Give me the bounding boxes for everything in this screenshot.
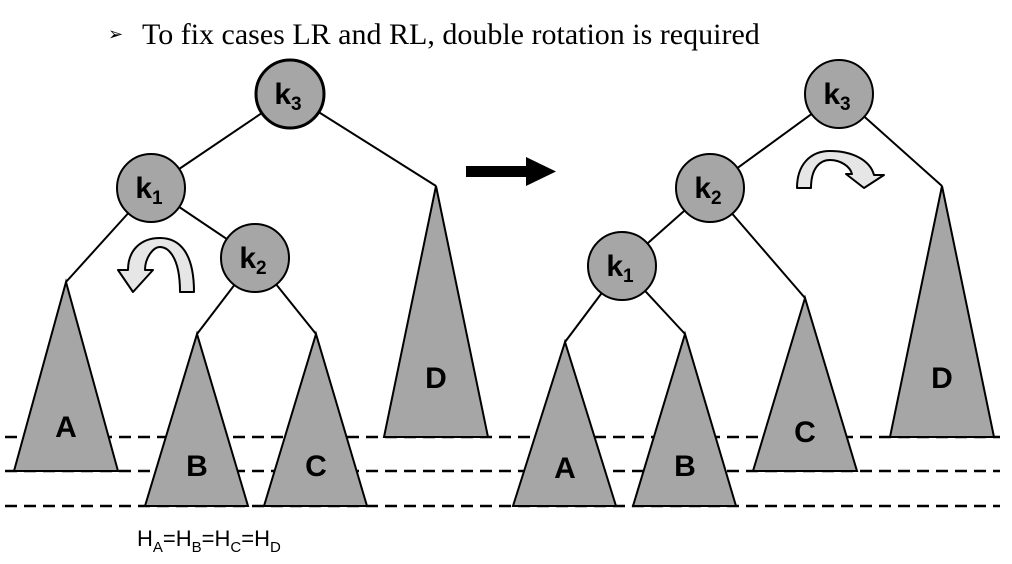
node-k3: k3: [254, 58, 326, 130]
node-k3-label: k3: [823, 78, 850, 115]
subtree-B: [143, 330, 250, 507]
node-k1-circle: [587, 231, 657, 301]
height-guides: [5, 435, 1000, 508]
subtree-label-A: A: [554, 452, 576, 485]
right-arrow: [466, 157, 556, 186]
left-nodes: k3 k1 k2: [116, 58, 326, 293]
subtree-B: [631, 330, 738, 507]
node-k2: k2: [675, 153, 745, 223]
subtree-label-D: D: [425, 362, 447, 395]
right-edges: [564, 93, 943, 343]
node-k3-circle: [254, 58, 326, 130]
subtree-label-C: C: [305, 450, 327, 483]
node-k1: k1: [587, 231, 657, 301]
node-k2: k2: [220, 223, 290, 293]
right-subtrees: [511, 185, 996, 507]
node-k3-label: k3: [274, 78, 301, 115]
right-subtree-labels: A B C D: [554, 362, 953, 485]
rotate-left-icon: [117, 237, 195, 293]
subtree-label-C: C: [794, 416, 816, 449]
left-tree: A B C D k3 k1 k2: [12, 58, 490, 507]
subtree-C: [751, 294, 859, 472]
height-equality-formula: HA=HB=HC=HD: [137, 526, 281, 556]
node-k2-label: k2: [694, 172, 721, 209]
node-k1-label: k1: [606, 250, 634, 287]
node-k2-label: k2: [239, 242, 266, 279]
left-subtree-labels: A B C D: [55, 362, 447, 483]
node-k2-circle: [220, 223, 290, 293]
subtree-D: [382, 185, 490, 438]
subtree-A: [511, 338, 618, 507]
subtree-D: [888, 185, 996, 438]
right-tree: A B C D k3 k2 k1: [511, 59, 996, 507]
node-k1-label: k1: [135, 172, 163, 209]
subtree-label-D: D: [931, 362, 953, 395]
bullet-line: ➢ To fix cases LR and RL, double rotation…: [108, 14, 760, 55]
rotate-right-icon: [796, 150, 885, 189]
subtree-A: [12, 278, 120, 472]
node-k3: k3: [804, 59, 874, 129]
left-edges: [65, 93, 437, 335]
bullet-marker: ➢: [108, 24, 124, 44]
node-k3-circle: [804, 59, 874, 129]
left-subtrees: [12, 185, 490, 507]
bullet-text: To fix cases LR and RL, double rotation …: [142, 18, 760, 51]
right-nodes: k3 k2 k1: [587, 59, 874, 301]
node-k1: k1: [116, 153, 186, 223]
subtree-label-B: B: [674, 450, 696, 483]
arrow-head: [526, 157, 556, 186]
node-k2-circle: [675, 153, 745, 223]
node-k1-circle: [116, 153, 186, 223]
subtree-label-B: B: [186, 450, 208, 483]
subtree-label-A: A: [55, 411, 77, 444]
subtree-C: [262, 330, 369, 507]
arrow-shaft: [466, 166, 528, 177]
